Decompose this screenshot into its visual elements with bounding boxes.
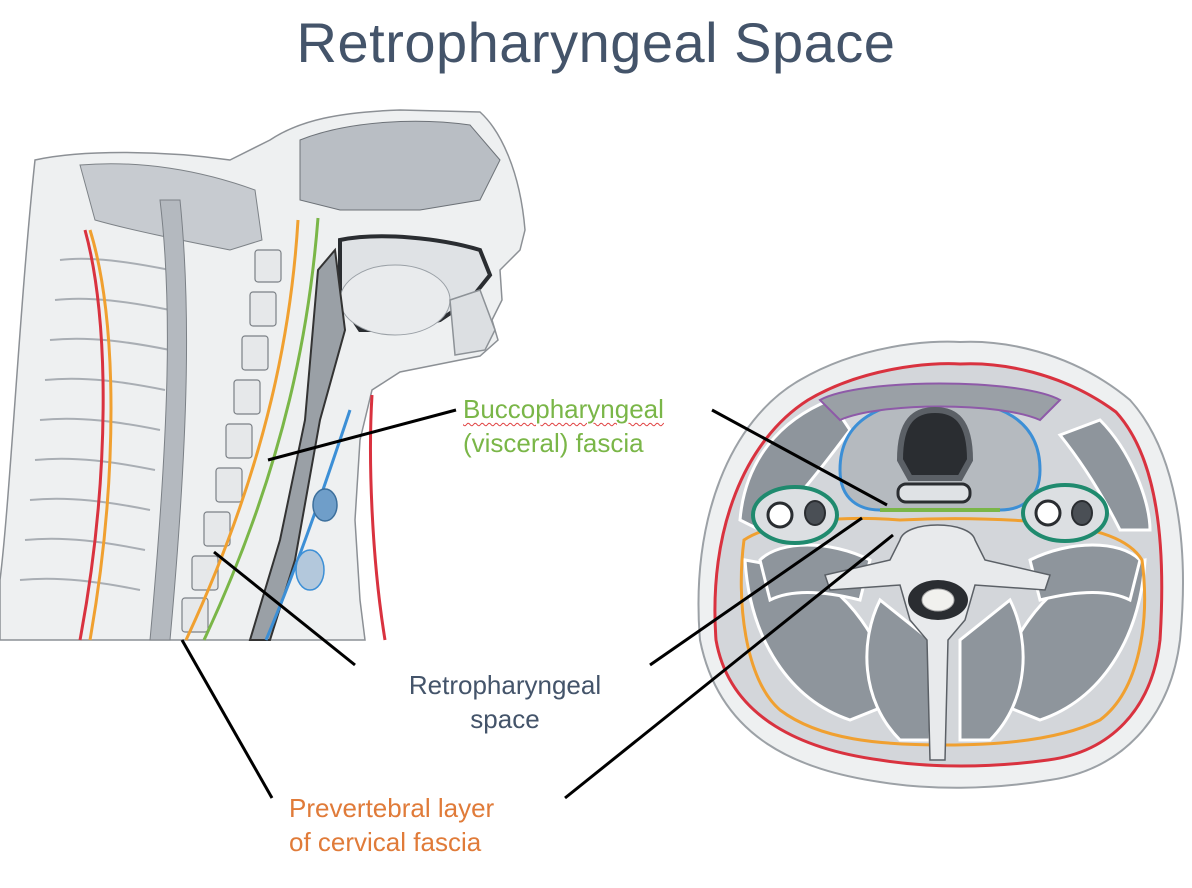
- leader-retropharyngeal-right: [649, 516, 863, 667]
- sagittal-prevertebral-layer: [184, 219, 300, 641]
- sagittal-neck-illustration: [0, 109, 526, 641]
- prevertebral-label-line1: Prevertebral layer: [289, 793, 495, 823]
- axial-esophagus: [896, 482, 972, 504]
- axial-prevertebral-layer: [739, 516, 1147, 747]
- leader-buccopharyngeal-left: [267, 408, 457, 462]
- axial-larynx: [896, 406, 974, 481]
- prevertebral-fascia-label: Prevertebral layer of cervical fascia: [289, 791, 494, 859]
- leader-prevertebral-left: [180, 639, 274, 799]
- sagittal-anterior-investing: [369, 394, 387, 641]
- buccopharyngeal-fascia-label: Buccopharyngeal (visceral) fascia: [463, 392, 664, 460]
- sagittal-investing-layer: [78, 229, 105, 641]
- axial-vertebra: [824, 524, 1051, 761]
- retropharyngeal-label-line1: Retropharyngeal: [408, 670, 602, 700]
- axial-right-carotid-sheath: [1021, 483, 1109, 543]
- leader-prevertebral-right: [564, 533, 894, 800]
- leader-retropharyngeal-left: [213, 550, 356, 667]
- leader-buccopharyngeal-right: [711, 408, 888, 507]
- sagittal-pretracheal-layer: [264, 409, 352, 641]
- buccopharyngeal-label-line2: (visceral) fascia: [463, 428, 644, 458]
- prevertebral-label-line2: of cervical fascia: [289, 827, 482, 857]
- axial-neck-cross-section: [697, 340, 1184, 789]
- slide-title: Retropharyngeal Space: [296, 11, 896, 74]
- leader-lines: [180, 408, 894, 800]
- buccopharyngeal-label-line1: Buccopharyngeal: [463, 394, 664, 424]
- sagittal-prevertebral-posterior: [88, 229, 113, 641]
- retropharyngeal-space-label: Retropharyngeal space: [394, 668, 616, 736]
- retropharyngeal-label-line2: space: [470, 704, 540, 734]
